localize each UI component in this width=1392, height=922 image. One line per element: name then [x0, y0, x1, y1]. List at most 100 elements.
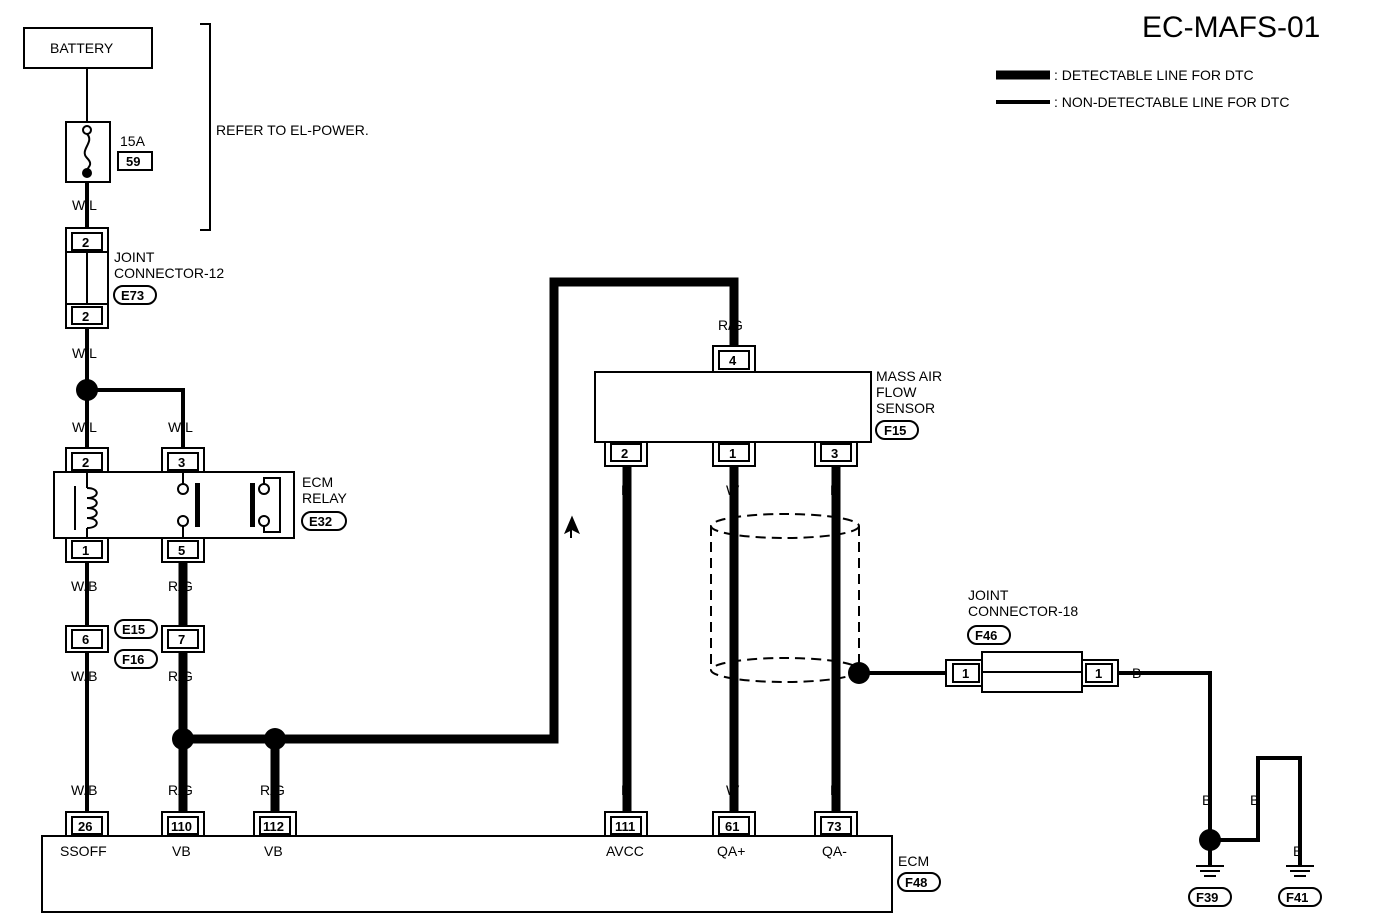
fuse-terminal-bottom	[82, 168, 92, 178]
ecm-pin112: 112	[263, 819, 284, 834]
relay-aux-blade	[250, 483, 255, 527]
wire-wl-splice-relay3	[87, 388, 185, 448]
jc18-right-pin: 1	[1095, 666, 1102, 681]
fuse-number: 59	[126, 154, 140, 169]
maf-pin4: 4	[729, 353, 737, 368]
relay-pin5: 5	[178, 543, 185, 558]
wire-label-wl-4: W/L	[168, 419, 193, 435]
ecm-term-name-ssoff: SSOFF	[60, 843, 107, 859]
relay-name-line2: RELAY	[302, 490, 348, 506]
maf-pin1-box	[718, 443, 750, 462]
jc12-connector-id-box	[113, 285, 157, 305]
wire-label-wb-2: W/B	[71, 668, 97, 684]
legend-detectable-label: : DETECTABLE LINE FOR DTC	[1054, 67, 1254, 83]
jc12-bottom-pin: 2	[82, 309, 89, 324]
relay-pin2: 2	[82, 455, 89, 470]
wire-label-wb-3: W/B	[71, 782, 97, 798]
ground-symbol-f41-icon	[1286, 865, 1314, 877]
jc18-connector-id: F46	[975, 628, 997, 643]
wire-label-b-2: B	[830, 782, 839, 798]
wire-label-b-1: B	[830, 482, 839, 498]
wire-b-joint18-ground	[1118, 671, 1212, 840]
refer-note: REFER TO EL-POWER.	[216, 122, 369, 138]
wire-label-rg-3: R/G	[168, 782, 193, 798]
jc18-left-pin-box	[952, 663, 980, 683]
relay-pin3-box	[167, 452, 199, 471]
inline-pin6-box	[71, 629, 103, 649]
ecm-pin110-box	[167, 816, 199, 835]
ecm-name: ECM	[898, 853, 929, 869]
wire-label-w-1: W	[726, 482, 740, 498]
wire-label-w-2: W	[726, 782, 740, 798]
flow-arrow-icon	[564, 515, 580, 538]
fuse-number-box	[117, 151, 153, 171]
maf-sensor-body	[594, 371, 872, 443]
ecm-pin61: 61	[725, 819, 739, 834]
wire-label-rg-5: R/G	[718, 317, 743, 333]
wire-label-b-5: B	[1250, 792, 1259, 808]
wire-label-r-2: R	[621, 782, 631, 798]
ecm-term-name-qa-minus: QA-	[822, 843, 847, 859]
wire-label-wb-1: W/B	[71, 578, 97, 594]
ecm-connector-id-box	[897, 872, 941, 892]
jc18-connector-id-box	[967, 625, 1011, 645]
ecm-pin73-box	[820, 816, 852, 835]
power-bracket	[200, 23, 211, 231]
inline-conn-bottom-box	[114, 649, 158, 669]
maf-pin4-box	[718, 350, 750, 370]
wire-label-wl-3: W/L	[72, 419, 97, 435]
fuse-terminal-top	[82, 125, 92, 135]
wire-label-b-3: B	[1132, 665, 1141, 681]
jc18-right-pin-box	[1085, 663, 1113, 683]
jc18-name-line1: JOINT	[968, 587, 1009, 603]
inline-conn-bottom: F16	[122, 652, 144, 667]
wire-b-ground-link	[1210, 756, 1302, 866]
inline-conn-top: E15	[122, 622, 145, 637]
ecm-connector-id: F48	[905, 875, 927, 890]
inline-pin6: 6	[82, 632, 89, 647]
relay-aux-contact-bottom	[258, 515, 270, 527]
wire-label-wl-2: W/L	[72, 345, 97, 361]
wire-rg-to-maf	[275, 277, 739, 744]
ecm-pin110: 110	[171, 819, 192, 834]
ecm-term-name-qa-plus: QA+	[717, 843, 745, 859]
ground-f41-id-box	[1278, 887, 1322, 907]
wire-label-r-1: R	[621, 482, 631, 498]
relay-coil-icon	[86, 487, 98, 529]
relay-switch-contact-top	[177, 483, 189, 495]
jc12-name-line1: JOINT	[114, 249, 155, 265]
ecm-term-name-vb-2: VB	[264, 843, 283, 859]
ecm-pin26: 26	[78, 819, 92, 834]
maf-pin3: 3	[831, 446, 838, 461]
ecm-pin73: 73	[827, 819, 841, 834]
ecm-pin111-box	[610, 816, 642, 835]
legend-non-detectable-label: : NON-DETECTABLE LINE FOR DTC	[1054, 94, 1289, 110]
maf-pin1: 1	[729, 446, 736, 461]
battery-box	[23, 27, 153, 69]
relay-name-line1: ECM	[302, 474, 333, 490]
maf-pin3-box	[820, 443, 852, 462]
wire-label-b-4: B	[1202, 792, 1211, 808]
inline-pin7: 7	[178, 632, 185, 647]
jc12-bottom-pin-box	[71, 306, 103, 325]
inline-conn-top-box	[114, 619, 158, 639]
wire-label-rg-4: R/G	[260, 782, 285, 798]
relay-pin1-box	[71, 540, 103, 559]
maf-pin2-box	[610, 443, 642, 462]
wire-label-rg-2: R/G	[168, 668, 193, 684]
maf-connector-id-box	[875, 420, 919, 440]
ground-symbol-f39-icon	[1196, 865, 1224, 877]
ecm-term-name-vb-1: VB	[172, 843, 191, 859]
relay-pin2-box	[71, 452, 103, 471]
relay-aux-contact-top	[258, 483, 270, 495]
relay-switch-blade	[195, 483, 200, 527]
ecm-pin26-box	[71, 816, 103, 835]
maf-name-line2: FLOW	[876, 384, 917, 400]
jc12-name-line2: CONNECTOR-12	[114, 265, 224, 281]
ground-f39-id-box	[1188, 887, 1232, 907]
battery-label: BATTERY	[50, 40, 114, 56]
relay-aux-link	[263, 477, 281, 533]
jc18-left-pin: 1	[962, 666, 969, 681]
jc12-top-pin: 2	[82, 235, 89, 250]
maf-pin2: 2	[621, 446, 628, 461]
